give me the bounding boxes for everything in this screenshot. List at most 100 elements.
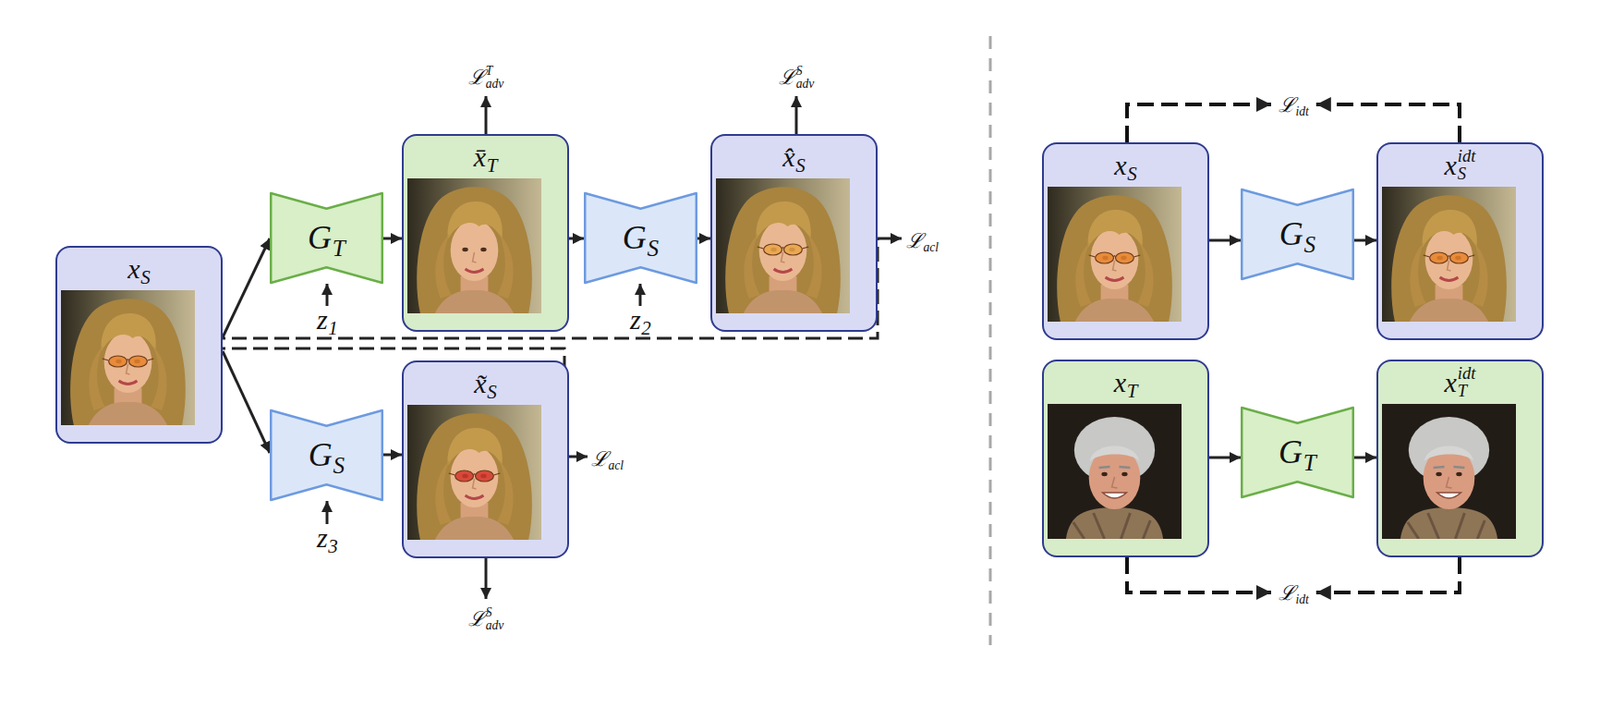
subscript: S bbox=[647, 235, 660, 261]
script-stack: Sadv bbox=[485, 606, 505, 631]
noise-arrow bbox=[639, 283, 643, 306]
generator-outline bbox=[1241, 189, 1354, 279]
face-photo bbox=[1047, 186, 1182, 322]
loss-label: ℒSadv bbox=[468, 606, 504, 632]
loss-arrow bbox=[484, 96, 488, 134]
generator-block: GT bbox=[1240, 406, 1355, 498]
math-symbol: ℒ bbox=[468, 606, 485, 631]
flow-arrow bbox=[383, 453, 402, 457]
image-box: xidtT bbox=[1376, 359, 1544, 558]
box-heading: x̂S bbox=[712, 135, 876, 179]
math-symbol: ℒ bbox=[906, 229, 923, 253]
dashed-line bbox=[1316, 557, 1460, 593]
box-heading: xidtT bbox=[1378, 361, 1542, 404]
superscript: idt bbox=[1457, 147, 1477, 166]
subscript: adv bbox=[796, 77, 815, 91]
math-symbol: x̄ bbox=[473, 141, 486, 172]
face-photo bbox=[407, 178, 542, 314]
math-symbol: G bbox=[308, 436, 333, 473]
math-symbol: x bbox=[1444, 366, 1457, 398]
script-stack: idtT bbox=[1457, 364, 1477, 400]
math-symbol: x̂ bbox=[782, 141, 795, 172]
box-heading: x̄T bbox=[403, 135, 568, 179]
flow-arrow bbox=[1354, 456, 1377, 460]
dashed-line bbox=[1127, 557, 1272, 593]
flow-arrow bbox=[1354, 239, 1377, 243]
image-box: x̃S bbox=[401, 360, 570, 558]
math-symbol: x bbox=[1114, 149, 1127, 181]
face-photo bbox=[1047, 403, 1182, 539]
script-stack: idtS bbox=[1457, 147, 1477, 182]
subscript: adv bbox=[485, 77, 505, 91]
math-symbol: ℒ bbox=[1278, 93, 1296, 117]
subscript: acl bbox=[922, 240, 939, 255]
generator-outline bbox=[1241, 407, 1354, 497]
dashed-line bbox=[1316, 104, 1460, 143]
math-symbol: G bbox=[1278, 433, 1303, 471]
image-box: x̄T bbox=[401, 133, 570, 332]
box-heading: xS bbox=[1043, 144, 1208, 187]
subscript: S bbox=[140, 266, 151, 289]
math-symbol: x bbox=[1444, 149, 1457, 181]
math-symbol: ℒ bbox=[468, 65, 485, 89]
noise-label: z1 bbox=[316, 303, 339, 340]
flow-arrow bbox=[1209, 456, 1241, 460]
flow-arrow bbox=[222, 238, 270, 338]
superscript: S bbox=[796, 64, 815, 78]
noise-arrow bbox=[326, 500, 329, 524]
image-box: xidtS bbox=[1376, 142, 1544, 340]
loss-label: ℒSadv bbox=[778, 64, 814, 91]
generator-name: GS bbox=[1240, 188, 1355, 291]
math-symbol: ℒ bbox=[1278, 581, 1296, 605]
subscript: T bbox=[332, 235, 346, 261]
subscript: T bbox=[1127, 379, 1139, 402]
image-box: x̂S bbox=[710, 133, 878, 332]
loss-arrow bbox=[484, 557, 488, 599]
noise-label: z2 bbox=[630, 303, 652, 340]
subscript: S bbox=[1304, 231, 1317, 257]
subscript: S bbox=[1127, 162, 1138, 185]
generator-outline bbox=[270, 410, 383, 500]
face-photo bbox=[715, 178, 850, 314]
subscript: adv bbox=[485, 618, 505, 632]
loss-arrow bbox=[795, 96, 799, 134]
subscript: idt bbox=[1295, 592, 1309, 607]
box-heading: xidtS bbox=[1378, 144, 1542, 187]
math-symbol: G bbox=[1279, 215, 1304, 253]
subscript: T bbox=[1303, 449, 1317, 475]
subscript: acl bbox=[607, 458, 624, 473]
subscript: 3 bbox=[327, 534, 339, 558]
superscript: T bbox=[485, 64, 505, 78]
loss-label: ℒidt bbox=[1278, 581, 1310, 607]
subscript: S bbox=[486, 380, 497, 403]
generator-block: GT bbox=[269, 192, 384, 284]
subscript: 1 bbox=[327, 316, 339, 340]
subscript: 2 bbox=[641, 316, 652, 340]
math-symbol: x bbox=[1114, 366, 1127, 398]
image-box: xT bbox=[1042, 359, 1210, 558]
loss-label: ℒTadv bbox=[468, 64, 504, 91]
generator-outline bbox=[584, 193, 697, 283]
subscript: T bbox=[1457, 382, 1477, 400]
box-heading: xT bbox=[1043, 361, 1208, 404]
face-photo bbox=[1381, 403, 1516, 539]
image-box: xS bbox=[1042, 142, 1210, 340]
noise-arrow bbox=[326, 283, 329, 306]
generator-block: GS bbox=[1240, 188, 1355, 280]
math-symbol: G bbox=[622, 218, 647, 256]
loss-label: ℒidt bbox=[1278, 93, 1310, 120]
subscript: T bbox=[486, 154, 498, 177]
math-symbol: z bbox=[630, 303, 642, 335]
flow-arrow bbox=[697, 237, 711, 241]
subscript: S bbox=[795, 154, 806, 177]
flow-arrow bbox=[1209, 239, 1241, 243]
math-symbol: ℒ bbox=[778, 65, 796, 89]
math-symbol: x bbox=[127, 253, 140, 284]
dashed-line bbox=[1127, 104, 1272, 143]
script-stack: Tadv bbox=[485, 64, 505, 90]
box-heading: xS bbox=[57, 247, 221, 291]
noise-label: z3 bbox=[316, 521, 339, 558]
